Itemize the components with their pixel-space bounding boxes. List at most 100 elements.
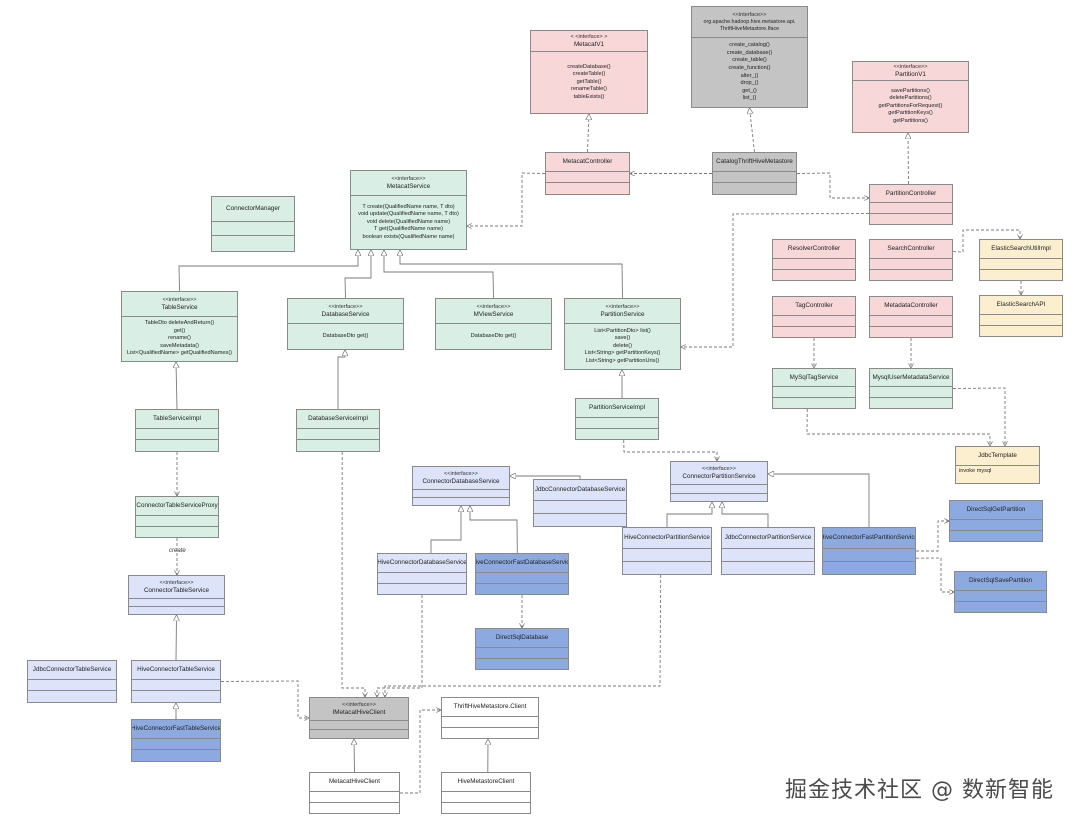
class-attributes	[722, 548, 814, 561]
method-line: getTable()	[576, 78, 602, 85]
class-attributes	[442, 716, 538, 727]
method-line: get()	[173, 327, 186, 334]
class-name: TableServiceImpl	[153, 415, 201, 422]
class-methods: List<PartitionDto> list()save()delete()L…	[565, 323, 680, 369]
class-header: DirectSqlDatabase	[476, 629, 568, 647]
class-name: JdbcConnectorPartitionService	[724, 534, 812, 541]
edge-hive-fast-part-to-get-partition	[916, 521, 949, 552]
edge-hive-fast-db-to-conn-db	[470, 506, 518, 554]
class-attributes	[623, 548, 711, 561]
class-stereotype: <<interface>>	[893, 64, 928, 70]
method-line: getPartitionKeys()	[888, 110, 933, 117]
class-name: ConnectorPartitionService	[682, 473, 756, 480]
class-methods	[980, 269, 1062, 280]
method-line: void update(QualifiedName name, T dto)	[358, 211, 459, 218]
method-line: create_database()	[726, 49, 773, 56]
class-box-partition-controller: PartitionController	[869, 184, 953, 225]
class-name: MetacatHiveClient	[328, 778, 381, 785]
class-header: < <interface> >MetacatV1	[531, 31, 647, 51]
class-attributes	[823, 548, 915, 561]
class-box-imetacat-hive-client: <<interface>>IMetacatHiveClient	[309, 697, 409, 739]
class-name: TableService	[161, 304, 198, 311]
class-name: MetadataController	[884, 302, 938, 309]
class-methods	[623, 561, 711, 574]
class-stereotype: <<interface>>	[342, 702, 376, 708]
class-methods	[823, 561, 915, 574]
class-name: ConnectorTableService	[143, 587, 210, 594]
method-line: T create(QualifiedName name, T dto)	[362, 203, 455, 210]
method-line: TableDto deleteAndReturn()	[144, 320, 215, 327]
class-name: PartitionController	[885, 189, 937, 197]
class-attributes	[546, 171, 629, 182]
class-name: DatabaseServiceImpl	[308, 415, 368, 422]
class-attributes	[132, 679, 220, 690]
class-name: MetacatController	[562, 158, 613, 165]
edge-hive-conn-db-to-imetacat	[377, 595, 423, 697]
class-name: HiveConnectorTableService	[137, 666, 215, 673]
class-name: MysqlUserMetadataService	[872, 373, 950, 381]
class-name: PartitionService	[600, 311, 645, 318]
edge-catalog-thrift-to-iface	[750, 108, 755, 153]
edge-mysql-user-to-jdbc-template	[952, 387, 1005, 446]
class-methods	[870, 213, 952, 224]
class-header: <<interface>>PartitionV1	[853, 62, 968, 80]
edge-hive-fast-part-to-save-partition	[915, 557, 954, 592]
class-attributes	[980, 258, 1062, 269]
class-attributes	[773, 315, 855, 326]
class-box-partition-service-impl: PartitionServiceImpl	[575, 398, 659, 440]
class-methods	[413, 497, 509, 505]
class-name: IMetacatHiveClient	[332, 709, 386, 716]
class-header: JdbcConnectorPartitionService	[722, 528, 814, 548]
class-box-thrift-hive-metastore-client: ThriftHiveMetastore.Client	[441, 697, 539, 739]
class-methods	[28, 690, 116, 702]
class-box-connector-partition-service: <<interface>>ConnectorPartitionService	[670, 461, 768, 502]
class-name: HiveConnectorPartitionService	[624, 534, 710, 541]
class-box-table-service-impl: TableServiceImpl	[135, 409, 219, 452]
class-stereotype: <<interface>>	[444, 471, 478, 477]
class-methods	[950, 530, 1042, 541]
class-header: MetadataController	[870, 297, 952, 315]
class-attributes	[297, 428, 379, 439]
class-attributes	[955, 590, 1046, 601]
method-line: invoke mysql	[959, 468, 992, 474]
class-methods	[132, 690, 220, 702]
class-name: ResolverController	[787, 245, 841, 252]
class-header: DatabaseServiceImpl	[297, 410, 379, 428]
class-attributes	[773, 386, 855, 397]
edge-databaseserviceimpl-to-imetacat	[341, 451, 365, 697]
class-box-search-controller: SearchController	[869, 239, 953, 281]
class-methods	[773, 397, 855, 408]
class-box-thrift-hive-metastore-iface: <<interface>>org.apache.hadoop.hive.meta…	[691, 6, 808, 108]
class-box-jdbc-connector-table-service: JdbcConnectorTableService	[27, 660, 117, 703]
class-stereotype: <<interface>>	[702, 466, 736, 472]
class-box-elastic-search-util-impl: ElasticSearchUtilImpl	[979, 239, 1063, 281]
class-box-hive-connector-fast-partition-service: HiveConnectorFastPartitionService	[822, 527, 916, 575]
class-name: ThriftHiveMetastore.Client	[453, 703, 527, 710]
method-line: List<PartitionDto> list()	[594, 327, 651, 334]
class-name: JdbcConnectorTableService	[32, 666, 112, 673]
class-box-partition-v1: <<interface>>PartitionV1 savePartitions()…	[852, 61, 969, 133]
class-header: <<interface>>org.apache.hadoop.hive.meta…	[692, 7, 807, 37]
class-attributes	[132, 738, 220, 749]
class-methods	[476, 658, 568, 669]
class-stereotype: <<interface>>	[162, 297, 197, 303]
class-box-direct-sql-database: DirectSqlDatabase	[475, 628, 569, 670]
edge-hive-conn-part-to-conn-part	[666, 502, 712, 527]
class-name: MetacatService	[386, 183, 431, 190]
class-methods: createDatabase()createTable()getTable()r…	[531, 51, 647, 113]
class-methods	[297, 439, 379, 451]
edge-partitionservice-to-metacatservice	[400, 250, 623, 299]
class-box-connector-table-service: <<interface>>ConnectorTableService	[128, 575, 225, 615]
class-methods: DatabaseDto get()	[288, 323, 403, 349]
class-name: ConnectorTableServiceProxy	[136, 502, 218, 509]
class-box-metacat-hive-client: MetacatHiveClient	[309, 772, 400, 814]
class-header: ConnectorManager	[212, 197, 294, 221]
class-methods	[773, 326, 855, 337]
class-attributes	[476, 572, 568, 583]
method-line: savePartitions()	[891, 87, 930, 94]
class-box-hive-connector-fast-table-service: HiveConnectorFastTableService	[131, 719, 221, 762]
class-header: <<interface>>DatabaseService	[288, 299, 403, 323]
